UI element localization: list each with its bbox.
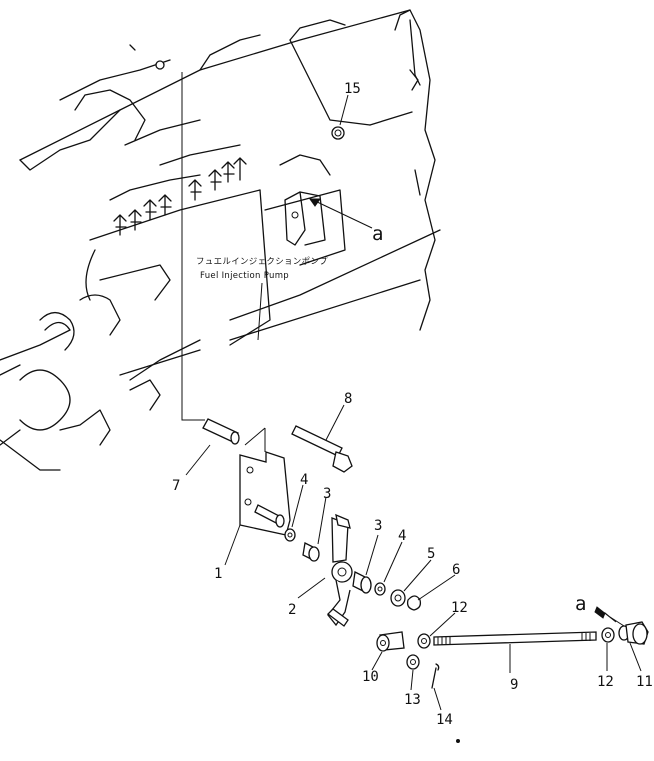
lever-2 [327,513,353,627]
pin-7 [202,418,240,445]
pump-caption: フュエルインジェクションポンプ Fuel Injection Pump [196,257,328,281]
callout-6: 6 [452,562,460,578]
callout-2: 2 [288,602,296,618]
callout-5: 5 [427,546,435,562]
callout-4a: 4 [300,472,308,488]
callout-7: 7 [172,478,180,494]
washer-4b [374,582,386,596]
engine-block [0,9,441,471]
callout-10: 10 [362,669,379,685]
view-label-a-top: a [372,223,383,245]
pump-lever-bracket [284,191,373,246]
callout-8: 8 [344,391,352,407]
view-a-arrow [594,606,617,623]
callout-1: 1 [214,566,222,582]
rod-9 [433,631,597,646]
callout-12b: 12 [597,674,614,690]
pump-label-english: Fuel Injection Pump [200,271,289,281]
reference-line [181,72,205,421]
washer-5 [390,589,406,607]
callout-12a: 12 [451,600,468,616]
pump-leader-line [257,282,263,341]
spacer-3b [352,571,372,594]
injection-lines [113,157,247,236]
callout-9: 9 [510,677,518,693]
callout-11: 11 [636,674,653,690]
nut-12b [601,627,615,643]
callout-3a: 3 [323,486,331,502]
washer-4a [284,528,296,542]
joint-10 [376,631,405,652]
bolt-8 [291,425,353,473]
joint-11 [618,621,649,645]
nut-12a [417,633,431,649]
clip-6 [406,595,422,611]
callout-4b: 4 [398,528,406,544]
view-label-a-right: a [575,593,586,615]
callout-13: 13 [404,692,421,708]
spacer-3a [302,542,320,562]
pump-label-japanese: フュエルインジェクションポンプ [196,257,328,267]
linkage-assembly [202,418,649,743]
leader-lines [185,94,642,711]
callout-3b: 3 [374,518,382,534]
callout-15: 15 [344,81,361,97]
cotter-pin-14 [431,663,440,689]
callout-labels: 15 8 7 4 3 1 3 4 5 6 2 12 9 10 13 14 12 … [172,81,653,728]
bracket-1 [239,427,291,536]
callout-14: 14 [436,712,453,728]
nut-13 [406,654,420,670]
